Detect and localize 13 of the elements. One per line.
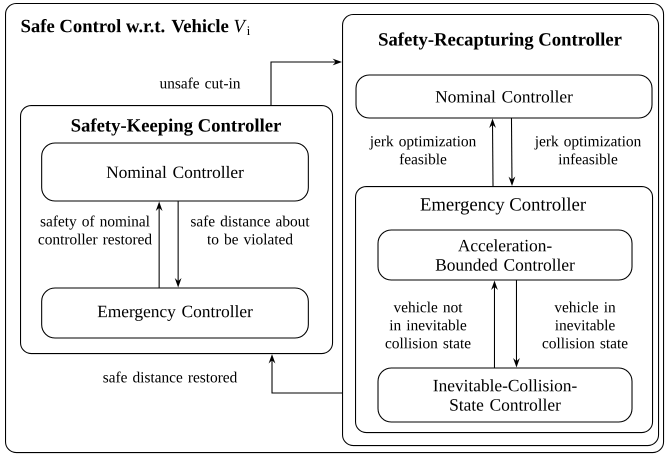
edge-label: vehicle not in inevitable collision state (386, 302, 470, 348)
edge-label: vehicle in inevitable collision state (542, 302, 628, 348)
edge-label: safe distance about to be violated (191, 216, 310, 244)
controller-box: Acceleration-Bounded Controller (377, 229, 633, 281)
edge-label: jerk optimization infeasible (534, 136, 642, 164)
controller-box: Emergency Controller (41, 287, 309, 339)
controller-box: Nominal Controller (355, 74, 653, 119)
controller-box: Inevitable-Collision-State Controller (377, 367, 633, 423)
edge-label: safe distance restored (103, 372, 238, 382)
edge-label: safety of nominal controller restored (38, 216, 152, 244)
edge-label: unsafe cut-in (160, 78, 240, 88)
controller-box: Nominal Controller (41, 142, 309, 202)
edge-label: jerk optimization feasible (369, 136, 476, 164)
